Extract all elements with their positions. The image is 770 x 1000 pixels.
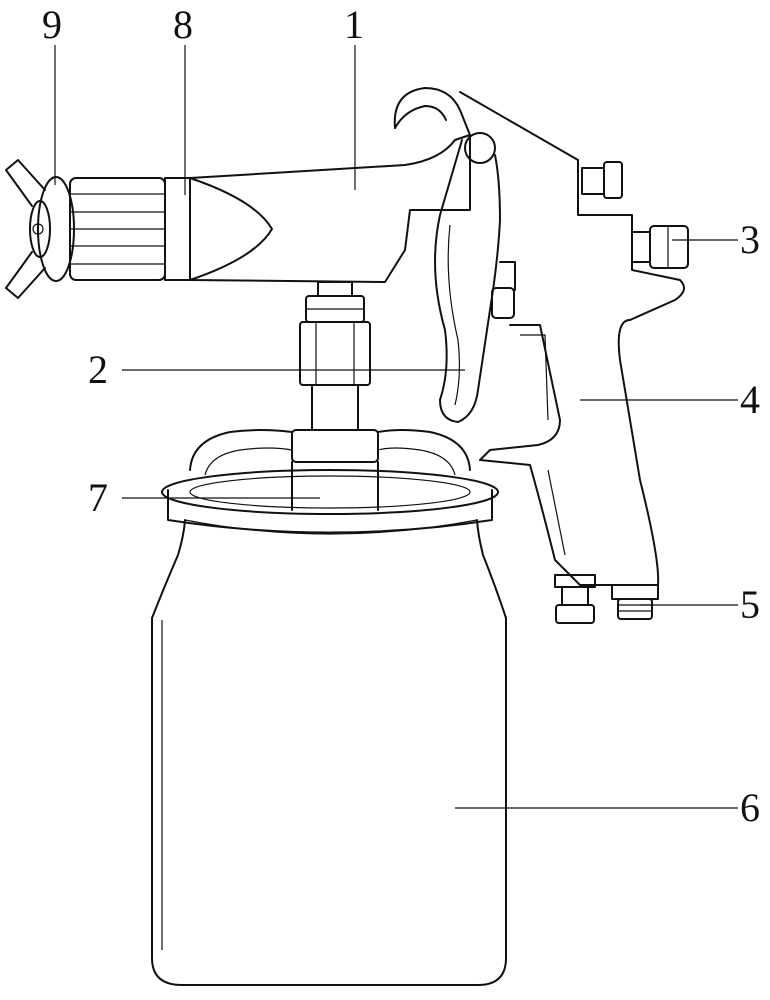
label-3: 3 <box>740 217 760 262</box>
label-8: 8 <box>173 2 193 47</box>
label-7: 7 <box>88 475 108 520</box>
label-1: 1 <box>344 2 364 47</box>
paint-cup <box>151 429 507 986</box>
leader-lines <box>54 45 738 809</box>
air-inlet-fitting <box>554 574 659 624</box>
label-4: 4 <box>740 377 760 422</box>
air-adjust-knob <box>631 225 689 269</box>
part-labels: 1 2 3 4 5 6 7 8 9 <box>42 2 760 830</box>
air-cap <box>5 159 166 299</box>
fluid-tube <box>299 281 371 431</box>
trigger <box>434 132 516 423</box>
gun-body-top <box>393 87 685 321</box>
label-9: 9 <box>42 2 62 47</box>
top-adjuster-valve <box>581 161 623 199</box>
label-6: 6 <box>740 785 760 830</box>
handle <box>479 319 660 586</box>
label-2: 2 <box>88 347 108 392</box>
label-5: 5 <box>740 582 760 627</box>
gun-barrel <box>189 134 471 283</box>
nozzle-ring <box>164 177 191 281</box>
